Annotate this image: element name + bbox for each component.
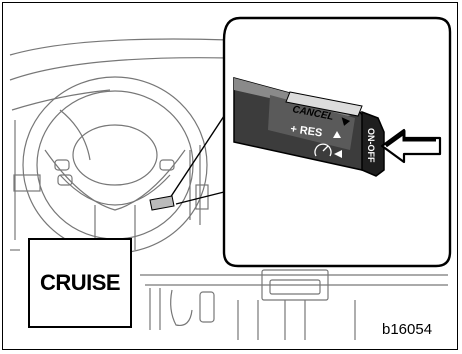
figure-code: b16054: [382, 321, 432, 338]
cruise-indicator-label: CRUISE: [40, 270, 120, 296]
onoff-label: ON-OFF: [366, 128, 376, 163]
cruise-indicator-box: CRUISE: [28, 238, 132, 328]
lever-thumbnail: [150, 196, 174, 210]
